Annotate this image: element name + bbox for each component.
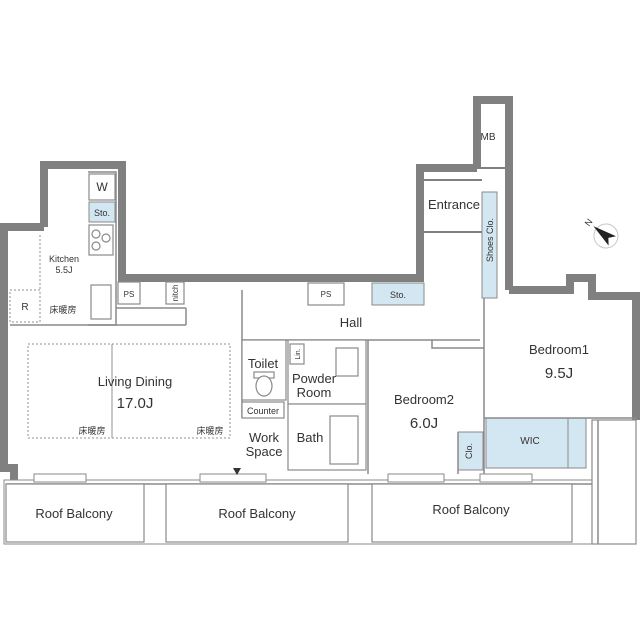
storage-labels: MB W Sto. Sto. PS PS nitch Shoes Clo. Cl… <box>21 132 495 459</box>
outer-walls <box>0 96 640 480</box>
niche-label: nitch <box>171 285 180 302</box>
south-windows <box>33 473 533 483</box>
niche-box <box>165 281 185 305</box>
balcony-label-3: Roof Balcony <box>432 502 510 517</box>
sink <box>90 284 112 320</box>
refrigerator-label: R <box>21 302 28 313</box>
powder-room-label-line2: Room <box>297 385 332 400</box>
window-3 <box>387 473 445 483</box>
interior-partitions <box>9 171 636 474</box>
counter-label: Counter <box>247 406 279 416</box>
bedroom2-north-step <box>431 340 484 349</box>
washer-box <box>88 173 116 201</box>
wic-label: WIC <box>520 436 539 447</box>
balcony-1-area <box>5 483 145 543</box>
balcony-frame <box>3 419 637 545</box>
bathtub <box>329 415 359 465</box>
work-space-label-line2: Space <box>246 444 283 459</box>
ld-floorheat-right <box>111 343 231 439</box>
kitchen-storage-box <box>88 201 116 223</box>
burner-3 <box>91 241 101 251</box>
ld-floorheat-label-right: 床暖房 <box>196 425 223 436</box>
kitchen-name: Kitchen <box>49 254 79 264</box>
mb-label: MB <box>481 132 496 143</box>
work-space-label-line1: Work <box>249 430 280 445</box>
wic-right-box <box>567 417 587 469</box>
storage-fills <box>88 191 587 471</box>
balcony-4-area <box>591 419 637 545</box>
powder-room-label-line1: Powder <box>292 371 337 386</box>
kitchen-floorheat-label: 床暖房 <box>49 304 76 315</box>
ps-label-hall: PS <box>321 290 332 299</box>
bedroom2-closet-label: Clo. <box>464 443 474 459</box>
refrigerator-space <box>9 289 41 323</box>
bedroom2-size: 6.0J <box>410 415 438 432</box>
living-dining-name: Living Dining <box>98 374 172 389</box>
north-compass-icon: N <box>583 217 619 249</box>
wall-mb-shaft <box>473 96 513 290</box>
window-2 <box>199 473 267 483</box>
toilet-label: Toilet <box>248 356 279 371</box>
washer-label: W <box>96 180 108 194</box>
kitchen-sto-label: Sto. <box>94 208 110 218</box>
window-1 <box>33 473 87 483</box>
burner-1 <box>91 229 101 239</box>
hall-label: Hall <box>340 315 363 330</box>
hall-sto-label: Sto. <box>390 290 406 300</box>
window-4 <box>479 473 533 483</box>
compass-label: N <box>583 217 595 228</box>
balcony-2-area <box>165 483 349 543</box>
linen-label: Lin. <box>295 348 302 359</box>
room-labels: Living Dining 17.0J Kitchen 5.5J Bedroom… <box>49 197 589 459</box>
bath-label: Bath <box>297 430 324 445</box>
balcony-label-2: Roof Balcony <box>218 506 296 521</box>
linen-box <box>289 343 305 365</box>
ps-box-hall <box>307 282 345 306</box>
hall-storage-box <box>371 282 425 306</box>
shoes-closet-box <box>481 191 498 299</box>
entrance-marker-icon <box>233 468 241 475</box>
balcony-labels: Roof Balcony Roof Balcony Roof Balcony <box>35 502 510 521</box>
burner-2 <box>101 233 111 243</box>
ps-box-left <box>117 281 141 305</box>
shoes-closet-label: Shoes Clo. <box>485 218 495 262</box>
cooktop-burners <box>91 229 111 251</box>
wall-kitchen-left <box>40 161 477 282</box>
ps-label-left: PS <box>124 290 135 299</box>
wall-left-exterior <box>0 223 44 480</box>
living-dining-size: 17.0J <box>117 395 154 412</box>
ld-floorheat-label-left: 床暖房 <box>78 425 105 436</box>
entrance-label: Entrance <box>428 197 480 212</box>
floor-heating-labels: 床暖房 床暖房 床暖房 <box>49 304 223 436</box>
toilet-bowl <box>255 375 273 397</box>
bedroom2-name: Bedroom2 <box>394 392 454 407</box>
kitchen-size: 5.5J <box>55 265 72 275</box>
toilet-fixture <box>253 371 275 397</box>
counter-box <box>241 401 285 419</box>
balcony-label-1: Roof Balcony <box>35 506 113 521</box>
balcony-3-area <box>371 483 573 543</box>
ld-floorheat-left <box>27 343 113 439</box>
bedroom1-size: 9.5J <box>545 365 573 382</box>
bedroom1-name: Bedroom1 <box>529 342 589 357</box>
vanity <box>335 347 359 377</box>
wall-east-step <box>509 274 640 420</box>
